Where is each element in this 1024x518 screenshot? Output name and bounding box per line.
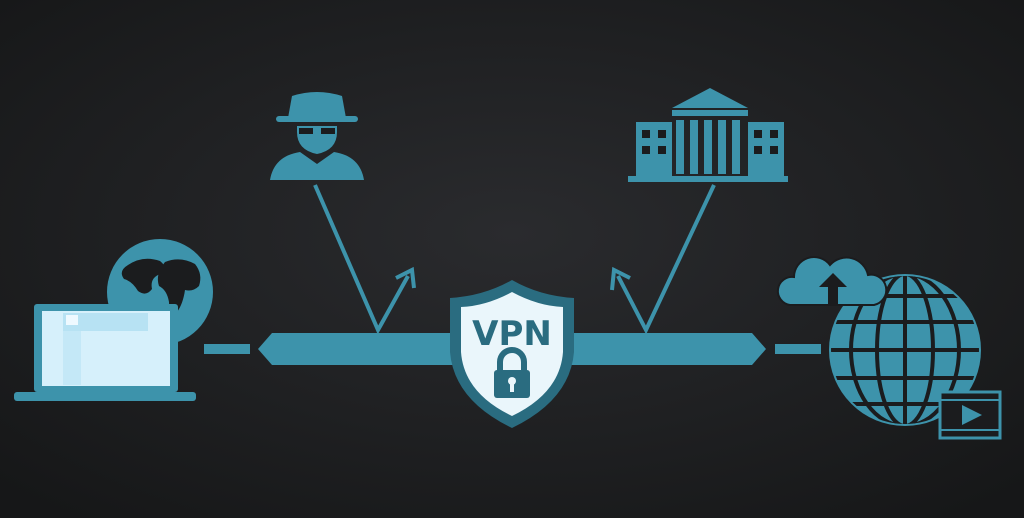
- vpn-shield-icon: VPN: [450, 280, 574, 428]
- government-building-icon: [628, 88, 788, 182]
- internet-globe-icon: [829, 274, 981, 426]
- laptop-icon: [14, 304, 196, 401]
- video-play-icon: [938, 390, 1002, 440]
- arrow-icon: [610, 266, 631, 291]
- padlock-icon: [494, 347, 530, 398]
- government-blocked-path: [616, 184, 716, 335]
- spy-icon: [270, 92, 364, 180]
- right-connector: [775, 344, 821, 354]
- cloud-upload-icon: [776, 256, 888, 306]
- left-connector: [204, 344, 250, 354]
- arrow-icon: [395, 266, 416, 289]
- spy-blocked-path: [313, 184, 410, 335]
